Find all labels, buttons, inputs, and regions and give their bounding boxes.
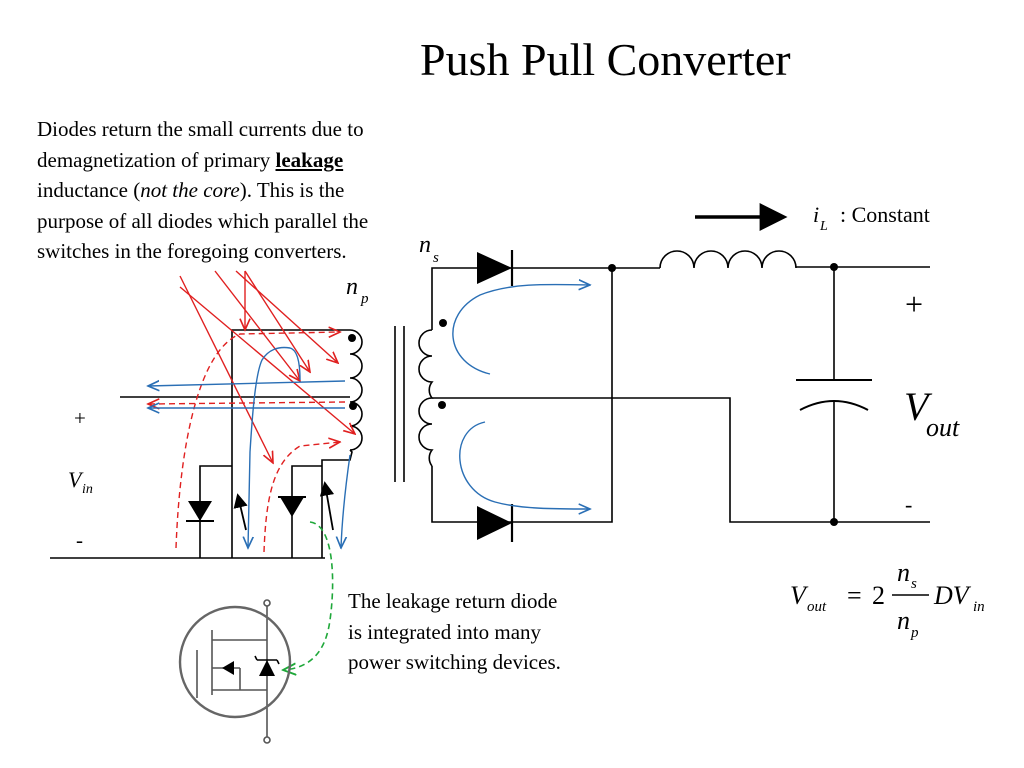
leakage-current-paths — [148, 270, 355, 553]
device-link-arrow — [283, 521, 334, 670]
transformer-secondary-winding — [418, 329, 434, 467]
rectifier-diode-bottom — [477, 504, 514, 542]
primary-switch-left — [186, 493, 248, 531]
primary-switch-right — [278, 481, 335, 531]
label-vout: V out — [904, 384, 960, 442]
diode-integration-note: The leakage return diode is integrated i… — [348, 589, 561, 674]
note-italic: not the core — [140, 178, 240, 202]
secondary-wiring — [431, 266, 930, 523]
label-ns-sub: s — [433, 250, 439, 266]
formula-factor: 2 — [872, 581, 885, 610]
label-il: i L : Constant — [813, 202, 930, 234]
leakage-note: Diodes return the small currents due to … — [37, 114, 407, 267]
input-minus: - — [76, 528, 83, 552]
label-np: n p — [346, 274, 369, 307]
load-current-paths — [148, 284, 590, 548]
polarity-dots — [348, 319, 447, 410]
note-part-2: inductance ( — [37, 178, 141, 202]
label-np-main: n — [346, 274, 358, 300]
formula-den-sub: p — [910, 625, 919, 641]
formula-num-sub: s — [911, 576, 917, 592]
label-vin: V in — [68, 467, 93, 497]
label-il-text: : Constant — [840, 202, 930, 227]
label-vin-sub: in — [82, 482, 93, 497]
note-part-1: Diodes return the small currents due to … — [37, 117, 364, 172]
label-vout-main: V — [904, 384, 933, 429]
formula-den-main: n — [897, 606, 910, 635]
label-il-sub: L — [819, 219, 828, 234]
formula-num-main: n — [897, 558, 910, 587]
label-ns: n s — [419, 232, 439, 266]
output-capacitor — [796, 379, 872, 411]
formula-equals: = — [847, 581, 862, 610]
formula-lhs-sub: out — [807, 599, 827, 615]
output-minus: - — [905, 492, 912, 517]
transformer-core — [394, 326, 405, 482]
label-vout-sub: out — [926, 413, 960, 442]
label-vin-main: V — [68, 467, 84, 492]
note-part-3: ). This is the purpose of all diodes whi… — [37, 178, 369, 263]
label-il-main: i — [813, 202, 819, 227]
label-np-sub: p — [360, 291, 369, 307]
input-plus: + — [74, 406, 86, 430]
formula-rhs-sub: in — [973, 599, 985, 615]
label-ns-main: n — [419, 232, 431, 258]
primary-wiring — [50, 329, 353, 559]
note-emphasis: leakage — [275, 147, 344, 172]
slide-title: Push Pull Converter — [420, 34, 791, 85]
formula-rhs-main: DV — [933, 581, 972, 610]
output-inductor — [659, 250, 797, 269]
formula-lhs-main: V — [790, 581, 809, 610]
output-plus: + — [905, 286, 923, 322]
rectifier-diode-top — [477, 250, 514, 286]
mosfet-with-body-diode — [178, 599, 292, 744]
junction-dots — [608, 263, 838, 526]
output-voltage-formula: V out = 2 n s n p DV in — [790, 558, 985, 641]
